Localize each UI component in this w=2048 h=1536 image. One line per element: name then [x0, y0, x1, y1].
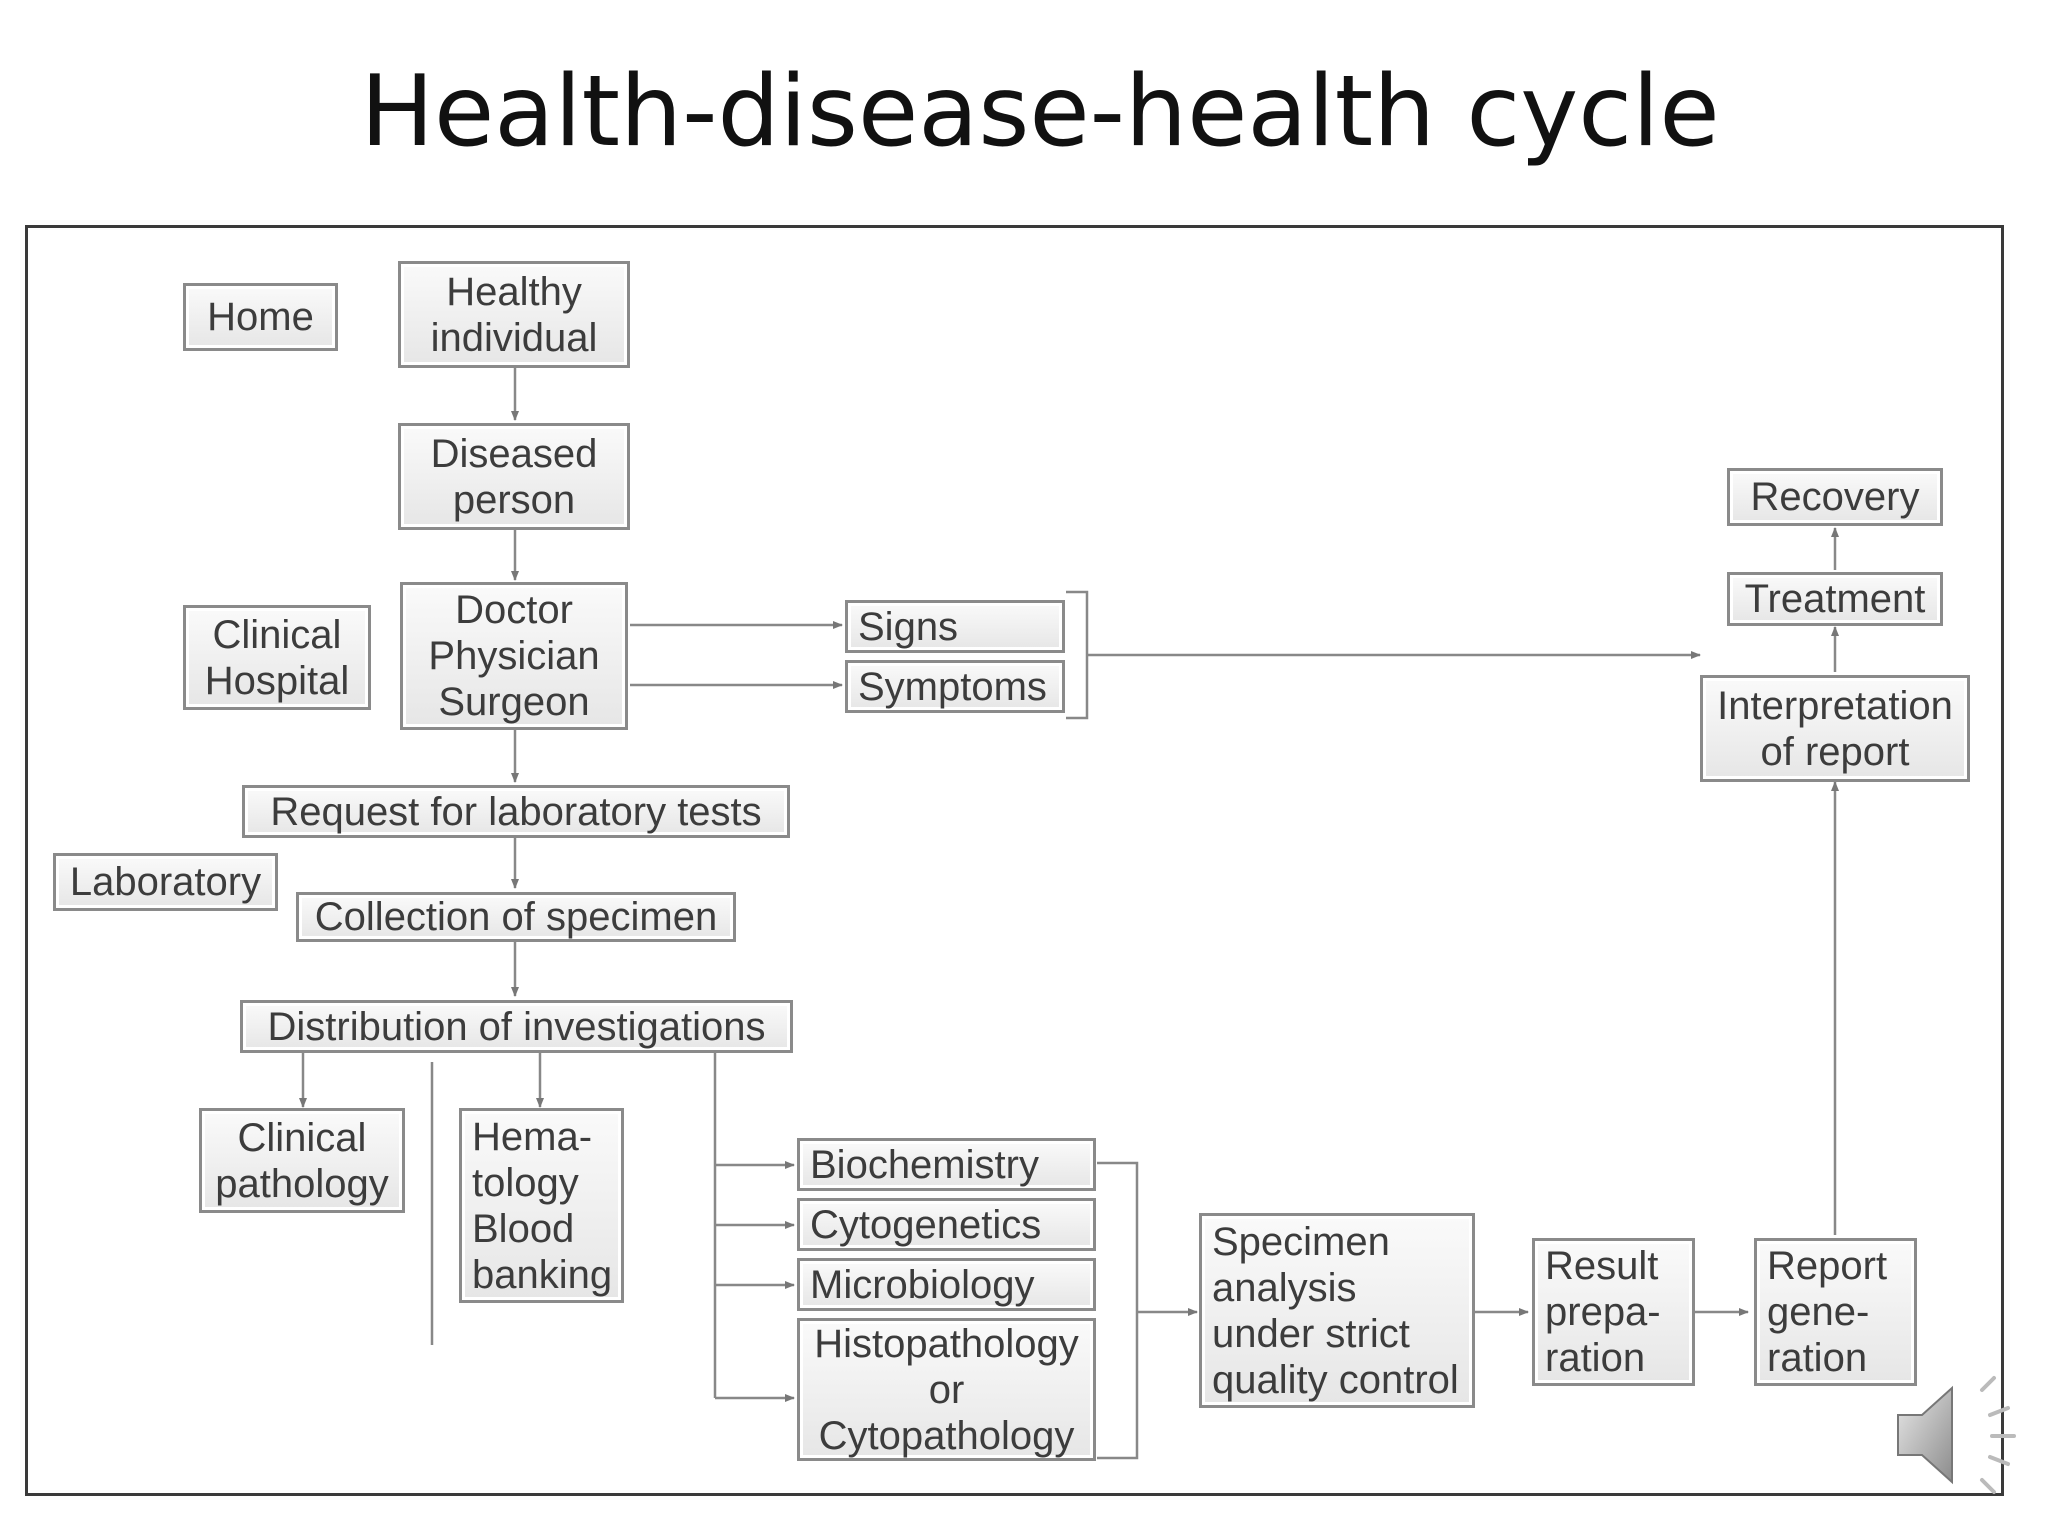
interpretation-report-node: Interpretation of report	[1700, 675, 1970, 782]
treatment-node: Treatment	[1727, 572, 1943, 626]
request-lab-tests-node: Request for laboratory tests	[242, 785, 790, 838]
microbiology-node: Microbiology	[797, 1258, 1096, 1311]
signs-node: Signs	[845, 600, 1065, 653]
collection-specimen-node: Collection of specimen	[296, 892, 736, 942]
speaker-icon[interactable]	[1890, 1370, 2030, 1505]
diseased-person-node: Diseased person	[398, 423, 630, 530]
result-preparation-node: Result prepa- ration	[1532, 1238, 1695, 1386]
home-label: Home	[183, 283, 338, 351]
distribution-investigations-node: Distribution of investigations	[240, 1000, 793, 1053]
symptoms-node: Symptoms	[845, 660, 1065, 713]
histopathology-node: Histopathology or Cytopathology	[797, 1318, 1096, 1461]
healthy-individual-node: Healthy individual	[398, 261, 630, 368]
report-generation-node: Report gene- ration	[1754, 1238, 1917, 1386]
slide-title: Health-disease-health cycle	[360, 55, 1720, 169]
doctor-node: Doctor Physician Surgeon	[400, 582, 628, 730]
recovery-node: Recovery	[1727, 468, 1943, 526]
specimen-analysis-node: Specimen analysis under strict quality c…	[1199, 1213, 1475, 1408]
hematology-blood-banking-node: Hema- tology Blood banking	[459, 1108, 624, 1303]
clinical-pathology-node: Clinical pathology	[199, 1108, 405, 1213]
clinical-hospital-label: Clinical Hospital	[183, 605, 371, 710]
biochemistry-node: Biochemistry	[797, 1138, 1096, 1191]
laboratory-label: Laboratory	[53, 853, 278, 911]
cytogenetics-node: Cytogenetics	[797, 1198, 1096, 1251]
